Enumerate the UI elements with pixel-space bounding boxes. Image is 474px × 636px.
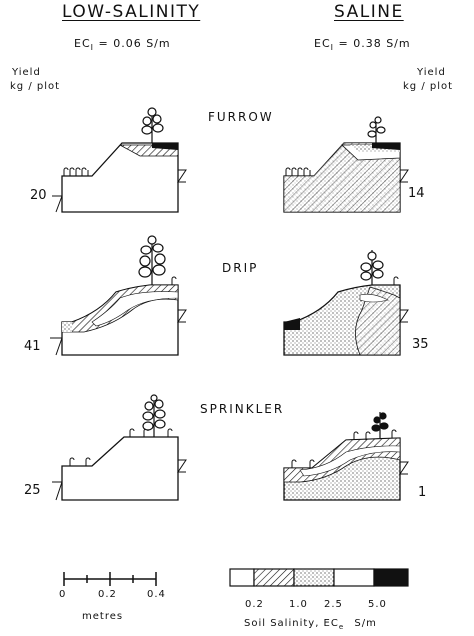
- furrow-saline-profile: [283, 116, 409, 213]
- sprinkler-low-salinity-profile: [52, 394, 187, 501]
- yield-furrow-left: 20: [30, 188, 47, 203]
- legend-break-1: 1.0: [289, 599, 308, 610]
- legend-break-0: 0.2: [245, 599, 264, 610]
- yield-sprinkler-right: 1: [418, 485, 427, 500]
- plant-icon: [142, 394, 166, 437]
- legend-break-2: 2.5: [324, 599, 343, 610]
- scale-bar: [63, 572, 157, 586]
- left-ec-label: ECI = 0.06 S/m: [74, 37, 171, 53]
- scale-tick-1: 0.2: [98, 589, 117, 600]
- right-title: SALINE: [334, 2, 404, 22]
- method-furrow: FURROW: [208, 110, 274, 124]
- scale-tick-2: 0.4: [147, 589, 166, 600]
- legend-swatch-black: [373, 568, 409, 587]
- legend-swatch-lowest: [229, 568, 255, 587]
- yield-sprinkler-left: 25: [24, 483, 41, 498]
- yield-furrow-right: 14: [408, 186, 425, 201]
- legend-title: Soil Salinity, ECe S/m: [244, 618, 377, 631]
- legend-swatch-hatch: [253, 568, 295, 587]
- method-drip: DRIP: [222, 261, 259, 275]
- plant-icon: [360, 250, 384, 285]
- yield-right-label: Yield kg / plot: [403, 67, 454, 92]
- plant-icon: [371, 412, 389, 438]
- legend-swatch-white: [333, 568, 375, 587]
- method-sprinkler: SPRINKLER: [200, 402, 285, 416]
- drip-low-salinity-profile: [50, 235, 187, 356]
- drip-saline-profile: [283, 250, 409, 356]
- scale-unit: metres: [82, 611, 124, 622]
- yield-drip-left: 41: [24, 339, 41, 354]
- right-ec-label: ECI = 0.38 S/m: [314, 37, 411, 53]
- sprinkler-saline-profile: [283, 412, 409, 501]
- legend-break-3: 5.0: [368, 599, 387, 610]
- scale-tick-0: 0: [59, 589, 67, 600]
- plant-icon: [141, 107, 164, 143]
- legend-swatch-dots: [293, 568, 335, 587]
- yield-left-label: Yield kg / plot: [10, 67, 61, 92]
- plant-icon: [138, 235, 166, 285]
- salinity-legend: [229, 568, 409, 587]
- furrow-low-salinity-profile: [52, 107, 187, 213]
- yield-drip-right: 35: [412, 337, 429, 352]
- plant-icon: [367, 116, 386, 143]
- left-title: LOW-SALINITY: [62, 2, 201, 22]
